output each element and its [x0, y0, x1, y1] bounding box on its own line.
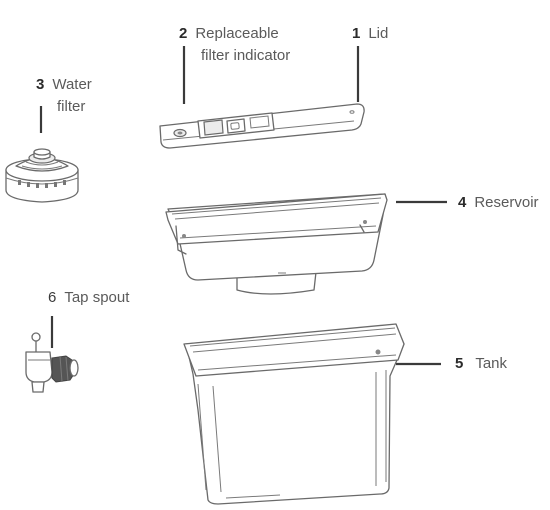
tap-spout: [25, 332, 79, 393]
label-water-filter-text-line2: filter: [57, 98, 86, 115]
label-tank: 5 Tank: [455, 353, 507, 375]
label-lid-text: Lid: [368, 25, 389, 42]
label-filter-indicator-text-line2: filter indicator: [201, 47, 291, 64]
label-reservoir-text: Reservoir: [474, 194, 539, 211]
label-filter-indicator-text-line1: Replaceable: [195, 25, 279, 42]
label-filter-indicator: 2 Replaceable filter indicator: [179, 23, 290, 67]
label-water-filter-number: 3: [36, 76, 45, 93]
label-tank-text: Tank: [475, 355, 508, 372]
label-reservoir-number: 4: [458, 194, 467, 211]
filter-indicator: [197, 112, 275, 139]
label-filter-indicator-number: 2: [179, 25, 188, 42]
label-lid: 1 Lid: [352, 23, 388, 45]
water-filter: [5, 148, 79, 203]
label-reservoir: 4 Reservoir: [458, 192, 539, 214]
label-water-filter: 3 Water filter: [36, 74, 92, 118]
label-lid-number: 1: [352, 25, 361, 42]
label-tap-spout-number: 6: [48, 289, 57, 306]
label-tap-spout-text: Tap spout: [64, 289, 130, 306]
reservoir: [165, 193, 388, 295]
label-water-filter-text-line1: Water: [52, 76, 92, 93]
label-tank-number: 5: [455, 355, 464, 372]
tank: [183, 323, 405, 505]
label-tap-spout: 6 Tap spout: [48, 287, 129, 309]
